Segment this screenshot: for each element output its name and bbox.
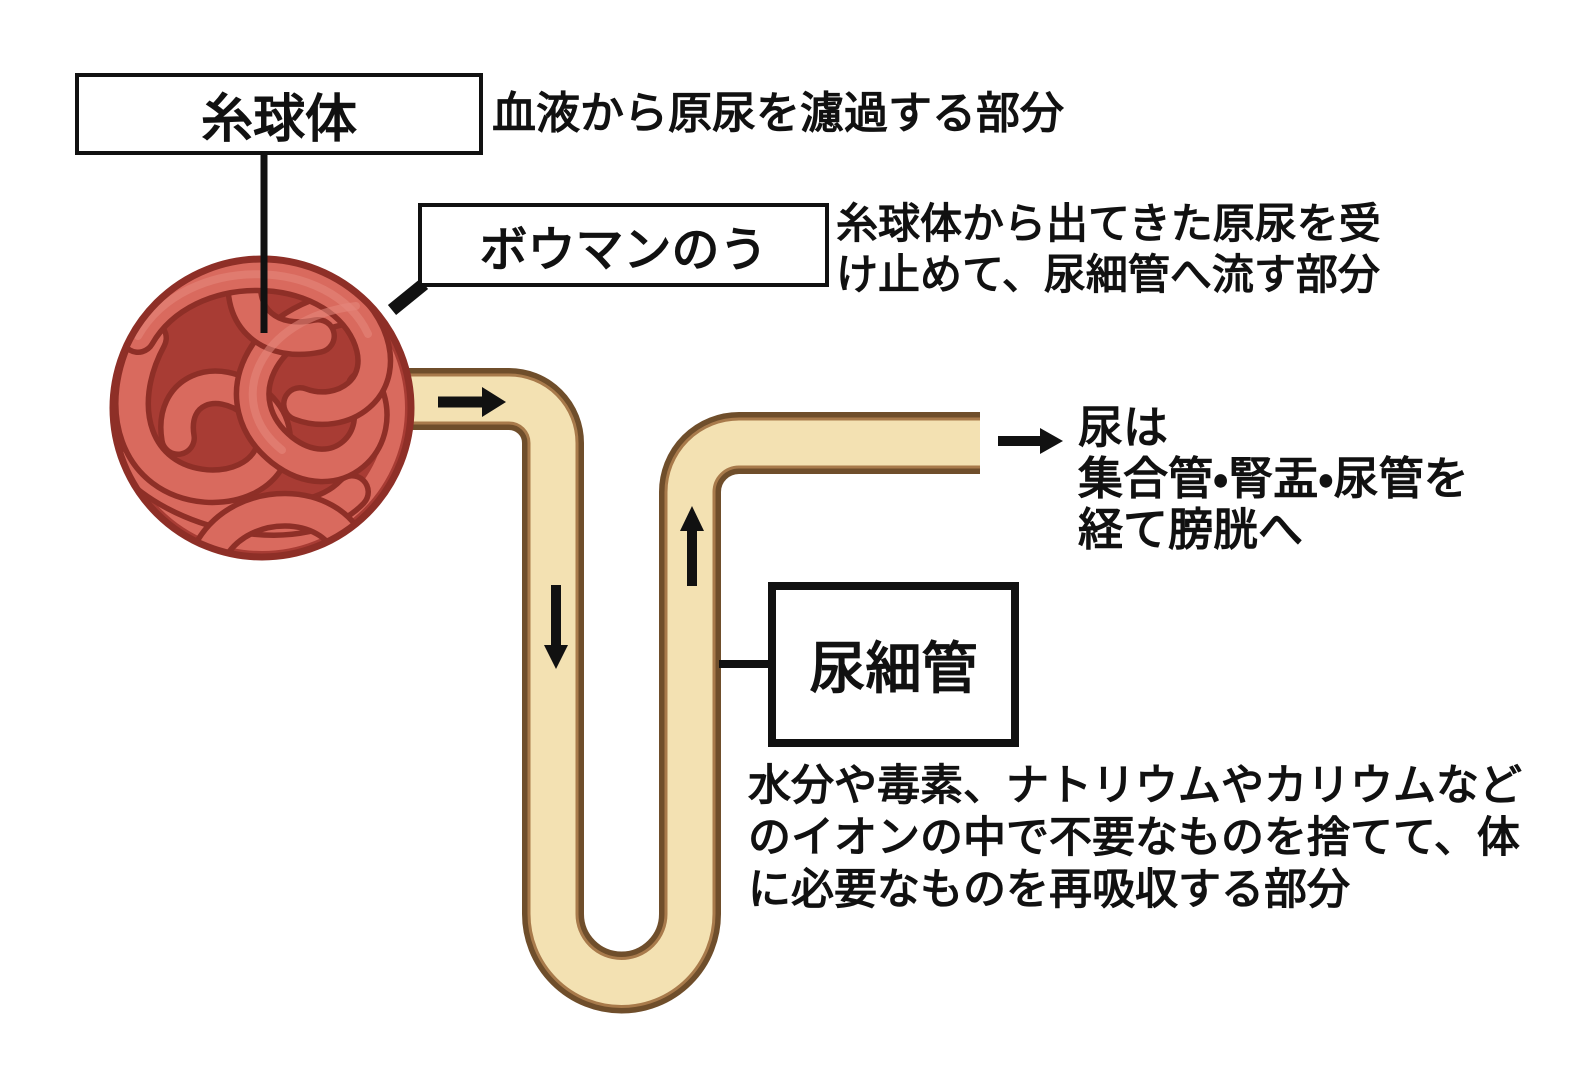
tubule-label: 尿細管 [809,637,978,700]
renal-tubule-tube [392,368,980,1014]
glomerulus-illustration [109,255,415,561]
glomerulus-description-line: 血液から原尿を濾過する部分 [492,89,1064,138]
tube-lumen [392,376,980,1005]
urine-description-line: 尿は [1078,402,1169,453]
urine-description-line: 集合管・腎盂・尿管を [1078,453,1469,504]
tubule-description-line: 水分や毒素、ナトリウムやカリウムなど [748,762,1522,810]
tubule-description: 水分や毒素、ナトリウムやカリウムなど のイオンの中で不要なものを捨てて、体 に必… [748,760,1522,916]
bowman-label-box: ボウマンのう [418,203,829,287]
glomerulus-label-box: 糸球体 [75,73,483,155]
bowman-label: ボウマンのう [479,224,768,277]
bowman-description-line: け止めて、尿細管へ流す部分 [836,251,1380,298]
urine-description-line: 経て膀胱へ [1078,504,1304,555]
glomerulus-label: 糸球体 [200,90,357,149]
flow-arrow-right-icon [438,387,506,417]
glomerulus-capillaries [116,262,405,554]
urine-flow-description: 尿は 集合管・腎盂・尿管を 経て膀胱へ [1078,402,1469,555]
tubule-label-box: 尿細管 [768,582,1019,747]
tubule-description-line: のイオンの中で不要なものを捨てて、体 [748,814,1520,862]
urine-arrow-right-icon [998,428,1063,454]
flow-arrow-up-icon [680,506,704,586]
tubule-description-line: に必要なものを再吸収する部分 [748,866,1350,914]
bowman-description-line: 糸球体から出てきた原尿を受 [836,200,1381,247]
bowman-connector-line [387,278,429,316]
bowman-description: 糸球体から出てきた原尿を受 け止めて、尿細管へ流す部分 [836,198,1381,300]
glomerulus-description: 血液から原尿を濾過する部分 [492,90,1064,138]
flow-arrow-down-icon [544,585,568,669]
